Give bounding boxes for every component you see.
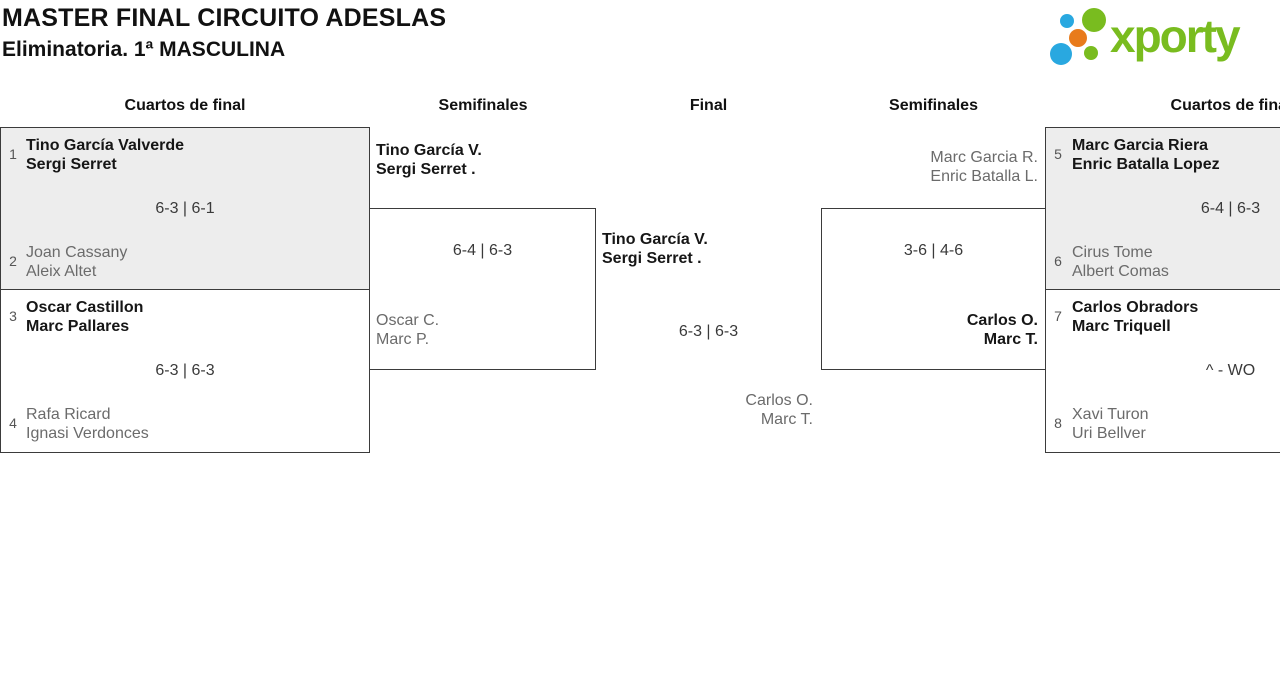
team-names: Oscar C. Marc P.: [376, 311, 439, 349]
match-box-qf-left-top: [0, 127, 370, 290]
logo-dot-blue-big-icon: [1050, 43, 1072, 65]
match-score: 3-6 | 4-6: [903, 242, 964, 259]
player-name: Carlos O.: [745, 392, 813, 409]
seed-number: 3: [9, 308, 17, 324]
team-names: Joan Cassany Aleix Altet: [26, 243, 127, 281]
round-header-qf-left: Cuartos de final: [124, 97, 246, 114]
seed-number: 6: [1054, 253, 1062, 269]
round-header-sf-right: Semifinales: [889, 97, 978, 114]
page-subtitle: Eliminatoria. 1ª MASCULINA: [2, 38, 286, 61]
player-name: Xavi Turon: [1072, 406, 1149, 423]
seed-number: 8: [1054, 415, 1062, 431]
player-name: Cirus Tome: [1072, 244, 1153, 261]
player-name: Albert Comas: [1072, 263, 1169, 280]
team-names: Cirus Tome Albert Comas: [1072, 243, 1169, 281]
match-score: 6-3 | 6-3: [155, 362, 215, 379]
player-name: Marc T.: [760, 411, 813, 428]
team-names: Marc Garcia Riera Enric Batalla Lopez: [1072, 136, 1220, 174]
team-names: Marc Garcia R. Enric Batalla L.: [821, 148, 1038, 186]
logo-dot-orange-icon: [1069, 29, 1087, 47]
team-names: Carlos O. Marc T.: [596, 391, 813, 429]
player-name: Sergi Serret .: [376, 161, 476, 178]
player-name: Marc T.: [983, 331, 1038, 348]
match-box-qf-right-bottom: [1045, 289, 1280, 453]
player-name: Sergi Serret: [26, 156, 117, 173]
player-name: Uri Bellver: [1072, 425, 1146, 442]
round-header-qf-right: Cuartos de final: [1170, 97, 1280, 114]
match-score: 6-3 | 6-3: [678, 323, 739, 340]
player-name: Enric Batalla L.: [930, 168, 1038, 185]
player-name: Carlos O.: [966, 312, 1038, 329]
player-name: Marc Pallares: [26, 318, 130, 335]
seed-number: 5: [1054, 146, 1062, 162]
player-name: Tino García V.: [376, 142, 482, 159]
player-name: Marc P.: [376, 331, 430, 348]
player-name: Enric Batalla Lopez: [1072, 156, 1220, 173]
player-name: Joan Cassany: [26, 244, 128, 261]
logo-dot-green-big-icon: [1082, 8, 1106, 32]
seed-number: 1: [9, 146, 17, 162]
player-name: Marc Garcia R.: [930, 149, 1038, 166]
team-names: Oscar Castillon Marc Pallares: [26, 298, 143, 336]
team-names: Tino García V. Sergi Serret .: [376, 141, 482, 179]
player-name: Rafa Ricard: [26, 406, 111, 423]
player-name: Oscar C.: [376, 312, 440, 329]
seed-number: 4: [9, 415, 17, 431]
team-names: Rafa Ricard Ignasi Verdonces: [26, 405, 149, 443]
page-title: MASTER FINAL CIRCUITO ADESLAS: [2, 4, 447, 32]
player-name: Carlos Obradors: [1072, 299, 1199, 316]
team-names: Xavi Turon Uri Bellver: [1072, 405, 1148, 443]
match-score: 6-4 | 6-3: [452, 242, 513, 259]
seed-number: 7: [1054, 308, 1062, 324]
match-score: ^ - WO: [1205, 362, 1256, 379]
player-name: Oscar Castillon: [26, 299, 144, 316]
match-box-sf-right: [821, 208, 1046, 370]
logo-wordmark: xporty: [1110, 10, 1241, 62]
team-names: Tino García Valverde Sergi Serret: [26, 136, 184, 174]
player-name: Sergi Serret .: [602, 250, 702, 267]
round-header-final: Final: [689, 97, 728, 114]
match-box-qf-left-bottom: [0, 289, 370, 453]
player-name: Ignasi Verdonces: [26, 425, 149, 442]
player-name: Marc Triquell: [1072, 318, 1171, 335]
round-header-sf-left: Semifinales: [438, 97, 528, 114]
match-box-sf-left: [369, 208, 596, 370]
team-names: Carlos O. Marc T.: [821, 311, 1038, 349]
team-names: Tino García V. Sergi Serret .: [602, 230, 708, 268]
player-name: Aleix Altet: [26, 263, 97, 280]
team-names: Carlos Obradors Marc Triquell: [1072, 298, 1198, 336]
logo-dot-green-small-icon: [1084, 46, 1098, 60]
match-score: 6-3 | 6-1: [155, 200, 215, 217]
player-name: Tino García Valverde: [26, 137, 185, 154]
logo-dot-blue-small-icon: [1060, 14, 1074, 28]
player-name: Marc Garcia Riera: [1072, 137, 1209, 154]
player-name: Tino García V.: [602, 231, 708, 248]
seed-number: 2: [9, 253, 17, 269]
match-score: 6-4 | 6-3: [1200, 200, 1261, 217]
